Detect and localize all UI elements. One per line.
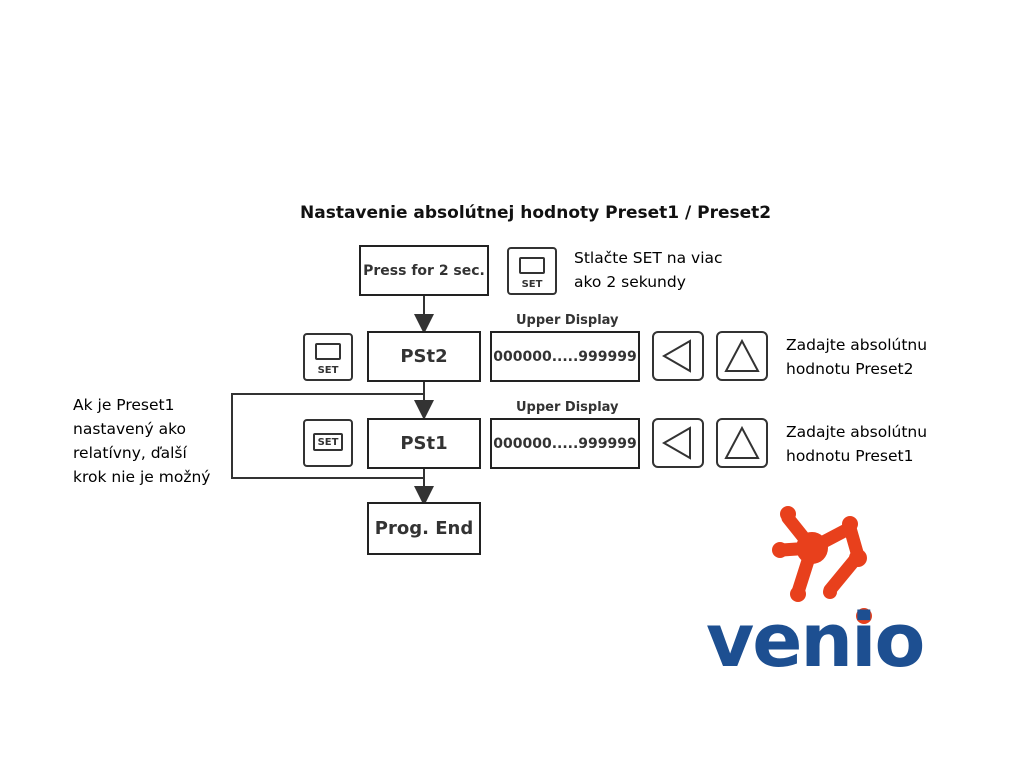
press-2-sec-box: Press for 2 sec. xyxy=(359,245,489,296)
venio-logo-mark-icon xyxy=(772,506,872,624)
page-title: Nastavenie absolútnej hodnoty Preset1 / … xyxy=(300,203,772,223)
pst1-box: PSt1 xyxy=(367,418,481,469)
up-arrow-key-icon xyxy=(716,331,768,381)
set-key-icon: SET xyxy=(507,247,557,295)
bypass-line xyxy=(231,393,424,479)
upper-display-label-pst1: Upper Display xyxy=(516,400,619,415)
preset1-note: Zadajte absolútnu hodnotu Preset1 xyxy=(786,423,928,465)
set-key-icon: SET xyxy=(303,419,353,467)
left-arrow-key-icon xyxy=(652,418,704,468)
pst2-range-display: 000000.....999999 xyxy=(490,331,640,382)
left-arrow-key-icon xyxy=(652,331,704,381)
preset1-relative-note: Ak je Preset1 nastavený ako relatívny, ď… xyxy=(73,396,211,486)
preset2-note: Zadajte absolútnu hodnotu Preset2 xyxy=(786,336,928,378)
pst1-range-display: 000000.....999999 xyxy=(490,418,640,469)
up-arrow-key-icon xyxy=(716,418,768,468)
upper-display-label-pst2: Upper Display xyxy=(516,313,619,328)
set-note: Stlačte SET na viac ako 2 sekundy xyxy=(574,249,723,291)
prog-end-box: Prog. End xyxy=(367,502,481,555)
venio-logo-text: venio xyxy=(706,598,925,684)
set-key-icon: SET xyxy=(303,333,353,381)
pst2-box: PSt2 xyxy=(367,331,481,382)
